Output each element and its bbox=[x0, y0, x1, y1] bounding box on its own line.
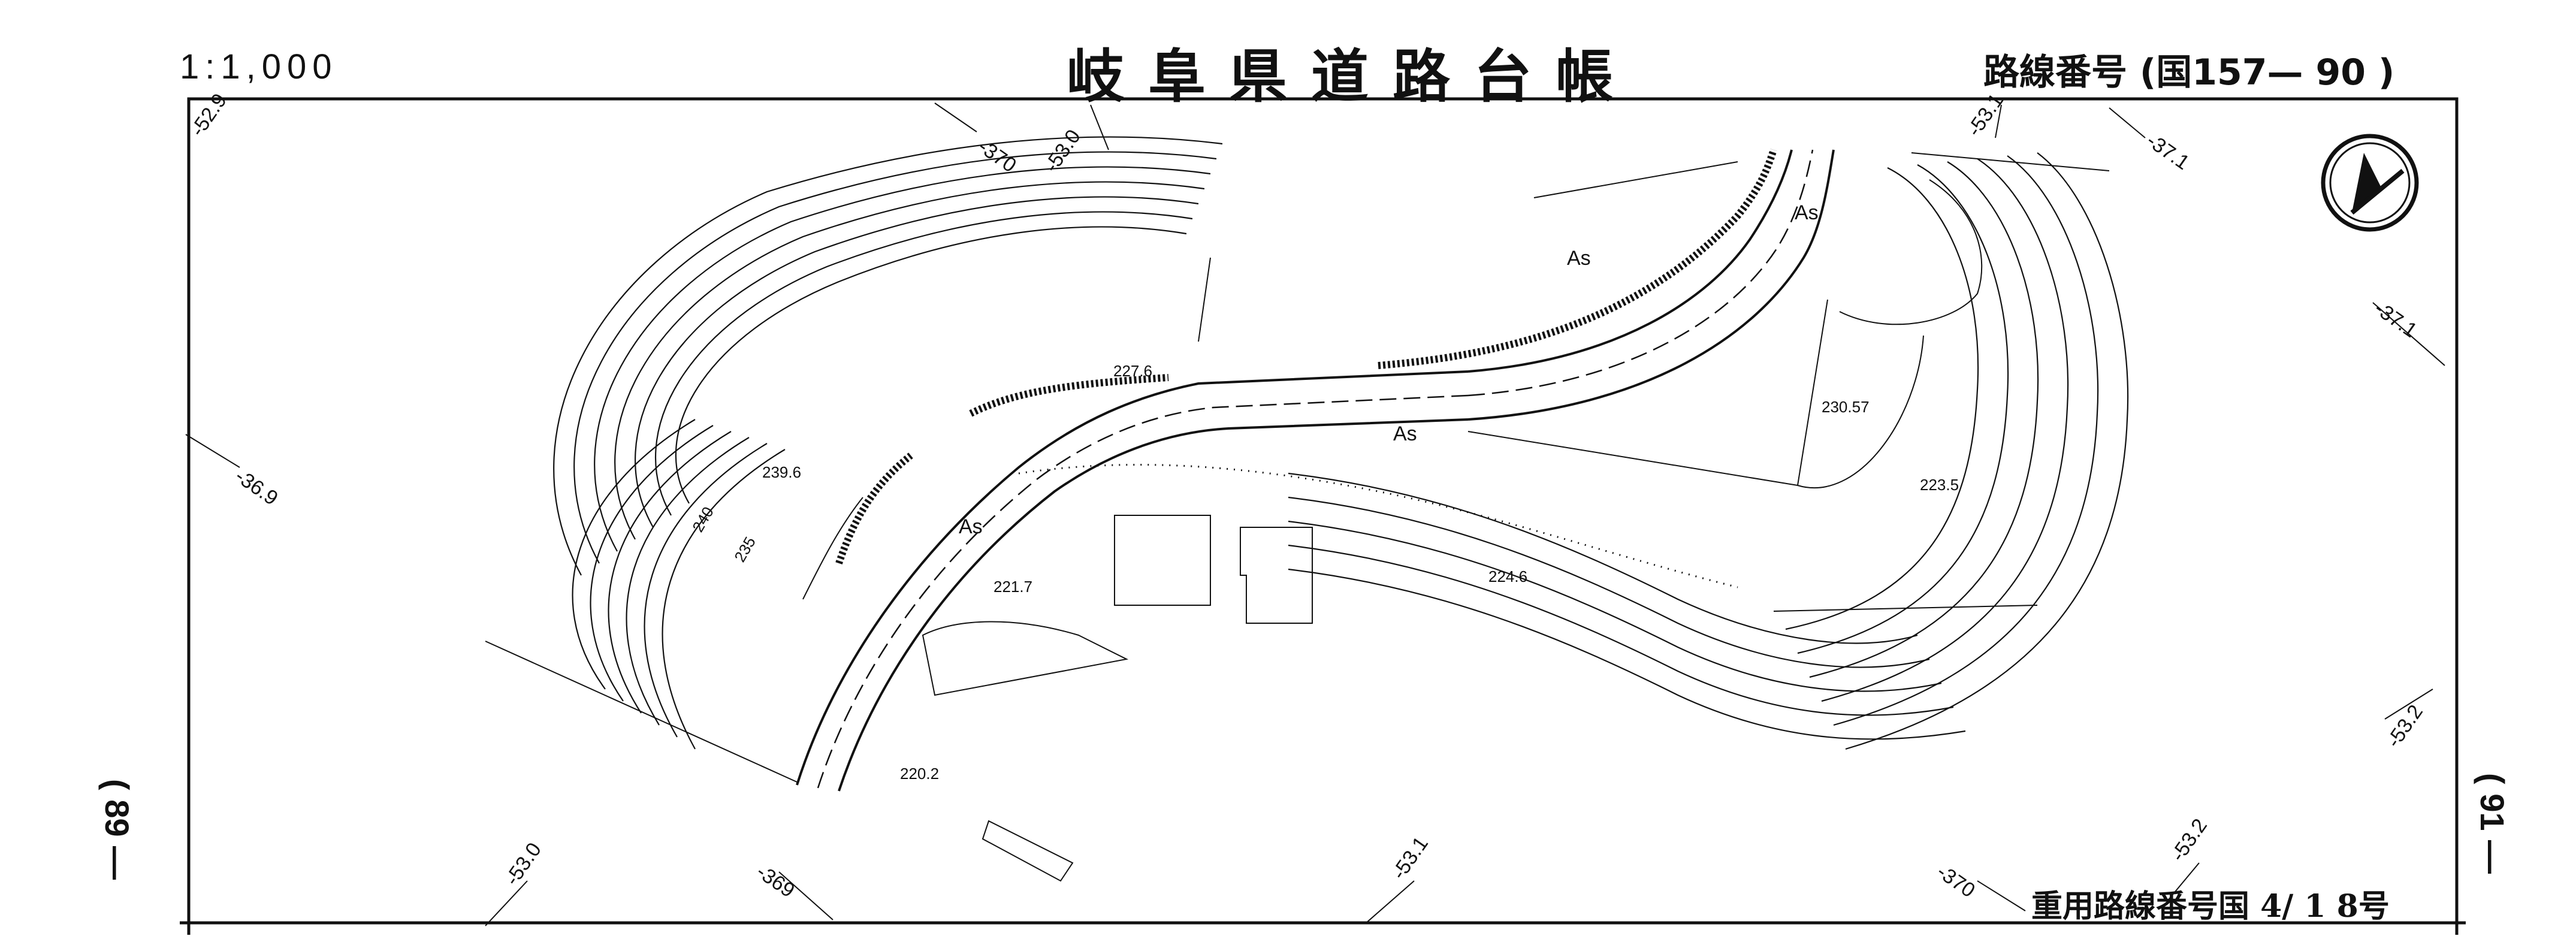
elevation-label: 220.2 bbox=[900, 765, 939, 783]
contour-lines-west bbox=[553, 136, 1223, 750]
map-scale: 1:1,000 bbox=[180, 47, 338, 86]
elevation-label: 223.5 bbox=[1920, 476, 1959, 494]
contour-label: 235 bbox=[730, 533, 759, 565]
grid-label: -369 bbox=[752, 860, 799, 902]
grid-lines bbox=[185, 102, 2445, 926]
map-labels: 239.6 227.6 221.7 220.2 224.6 230.57 223… bbox=[688, 201, 1959, 783]
grid-label: -36.9 bbox=[231, 464, 282, 510]
grid-label: -53.2 bbox=[2166, 814, 2212, 865]
boundary-lines bbox=[485, 152, 2110, 783]
pavement-label: As bbox=[1795, 201, 1819, 224]
map-frame bbox=[187, 97, 2459, 935]
pavement-label: As bbox=[1567, 247, 1591, 270]
road-alignment bbox=[796, 149, 1924, 792]
elevation-label: 224.6 bbox=[1488, 567, 1527, 585]
contour-lines-east bbox=[1288, 152, 2129, 750]
elevation-label: 230.57 bbox=[1822, 398, 1870, 416]
elevation-label: 221.7 bbox=[993, 578, 1032, 596]
grid-label: -52.9 bbox=[186, 89, 231, 140]
north-arrow-icon bbox=[2321, 134, 2419, 232]
grid-label: -53.0 bbox=[500, 838, 546, 889]
grid-label: -53.1 bbox=[1962, 89, 2008, 140]
elevation-label: 227.6 bbox=[1113, 362, 1152, 380]
pavement-label: As bbox=[1393, 422, 1417, 445]
buildings bbox=[922, 515, 1313, 882]
route-number: 路線番号 (国157— 90 ) bbox=[1983, 52, 2395, 93]
elevation-label: 239.6 bbox=[762, 463, 801, 481]
grid-label: -37.1 bbox=[2370, 297, 2421, 342]
pavement-label: As bbox=[959, 515, 983, 538]
grid-label: -53.2 bbox=[2382, 701, 2427, 751]
grid-label: -37.1 bbox=[2142, 129, 2193, 174]
grid-label: -370 bbox=[1932, 860, 1979, 902]
grid-label: -53.1 bbox=[1387, 832, 1433, 883]
heavy-route-number: 重用路線番号国 4/ 1 8号 bbox=[2031, 888, 2390, 925]
grid-labels: -52.9 -370 -53.0 -53.1 -37.1 -37.1 -36.9… bbox=[186, 89, 2427, 902]
